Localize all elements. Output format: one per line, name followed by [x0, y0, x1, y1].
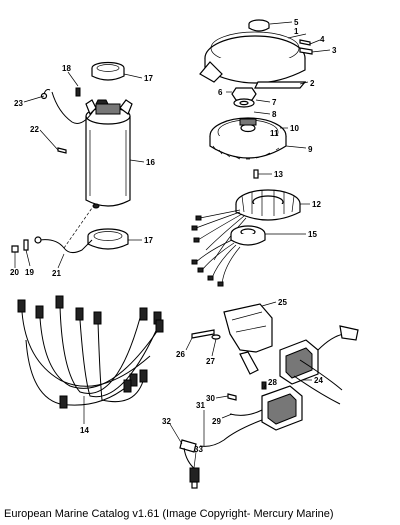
callout-labels: 1 2 3 4 5 6 7 8 9 10 11 12 13 14 15 16 1… [10, 18, 337, 454]
ground-cable [34, 207, 93, 254]
flywheel-cover [199, 31, 306, 84]
callout-25: 25 [278, 298, 287, 307]
callout-32: 32 [162, 417, 171, 426]
callout-28: 28 [268, 378, 277, 387]
callout-26: 26 [176, 350, 185, 359]
cover-screws [299, 39, 313, 55]
stator [235, 189, 301, 221]
lead-29 [229, 409, 263, 416]
screw-26 [191, 329, 215, 339]
plug-boots [17, 295, 164, 409]
screw-28 [261, 381, 267, 390]
ignition-coil-lower [261, 385, 303, 431]
flywheel-nut [231, 87, 257, 101]
callout-8: 8 [272, 110, 277, 119]
ignition-coil-upper [279, 325, 359, 385]
callout-33: 33 [194, 445, 203, 454]
callout-30: 30 [206, 394, 215, 403]
callout-17-top: 17 [144, 74, 153, 83]
coil-leads [293, 359, 343, 405]
callout-17-bottom: 17 [144, 236, 153, 245]
callout-10: 10 [290, 124, 299, 133]
trigger-leads [191, 239, 241, 287]
mounting-bracket [223, 303, 273, 375]
callout-4: 4 [320, 35, 325, 44]
starter-base-ring [87, 228, 129, 250]
callout-2: 2 [310, 79, 315, 88]
starter-cap [91, 61, 125, 81]
key [253, 169, 259, 179]
callout-27: 27 [206, 357, 215, 366]
callout-22: 22 [30, 125, 39, 134]
screw-18 [75, 87, 81, 97]
starter-cable [40, 89, 95, 124]
callout-23: 23 [14, 99, 23, 108]
image-caption: European Marine Catalog v1.61 (Image Cop… [4, 508, 334, 520]
callout-19: 19 [25, 268, 34, 277]
screw-22 [57, 147, 67, 154]
callout-7: 7 [272, 98, 277, 107]
spark-plug-wire-harness [17, 295, 164, 409]
starter-motor [85, 99, 133, 209]
cover-cap [248, 19, 270, 32]
callout-13: 13 [274, 170, 283, 179]
callout-21: 21 [52, 269, 61, 278]
screw-19 [23, 239, 29, 251]
parts-diagram: 1 2 3 4 5 6 7 8 9 10 11 12 13 14 15 16 1… [10, 18, 359, 489]
coil-wire-31 [199, 419, 263, 447]
callout-20: 20 [10, 268, 19, 277]
callout-6: 6 [218, 88, 223, 97]
washer-27 [211, 334, 221, 340]
callout-14: 14 [80, 426, 89, 435]
stator-leads [191, 209, 247, 261]
callout-18: 18 [62, 64, 71, 73]
callout-12: 12 [312, 200, 321, 209]
washer [233, 98, 255, 108]
callout-1: 1 [294, 27, 299, 36]
lock-plate [254, 81, 307, 89]
callout-5: 5 [294, 18, 299, 27]
screw-20 [11, 245, 19, 253]
trigger [230, 225, 266, 246]
flywheel [209, 117, 287, 160]
screw-30 [227, 393, 237, 401]
callout-31: 31 [196, 401, 205, 410]
callout-11: 11 [270, 129, 279, 138]
callout-29: 29 [212, 417, 221, 426]
boot-33 [189, 467, 200, 489]
callout-9: 9 [308, 145, 313, 154]
callout-3: 3 [332, 46, 337, 55]
callout-16: 16 [146, 158, 155, 167]
callout-24: 24 [314, 376, 323, 385]
leader-lines [14, 21, 331, 469]
callout-15: 15 [308, 230, 317, 239]
